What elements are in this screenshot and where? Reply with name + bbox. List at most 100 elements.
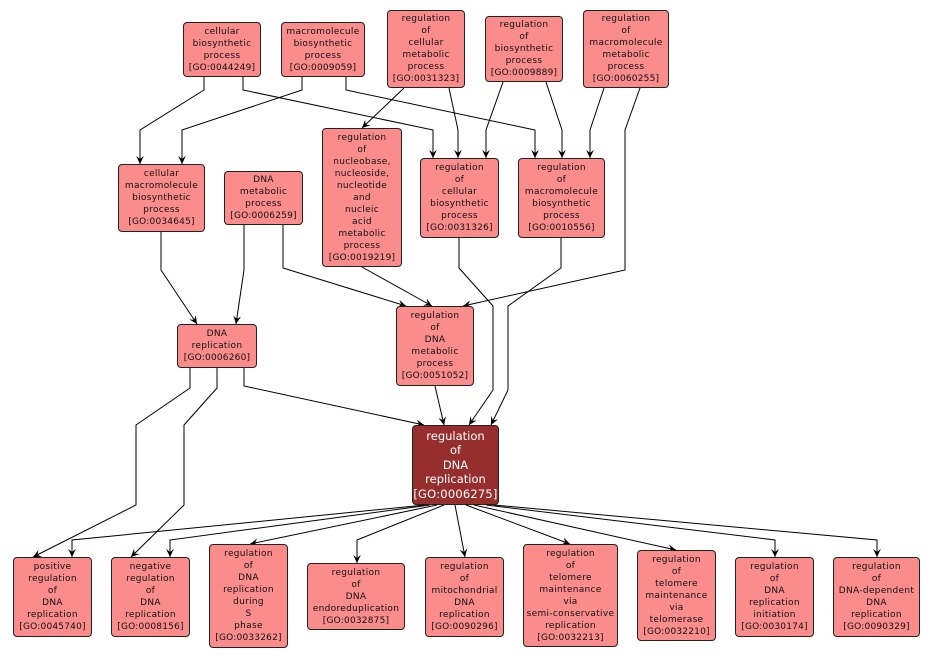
go-term-label-line: replication xyxy=(125,610,176,620)
edge-n0034645-to-n0006260 xyxy=(160,232,198,325)
go-term-label-line: during xyxy=(233,597,264,607)
go-term-label-line: replication xyxy=(191,341,243,351)
go-term-label-line: process xyxy=(407,62,445,72)
go-term-label-line: metabolic xyxy=(602,50,650,60)
go-term-id: [GO:0009889] xyxy=(490,68,558,78)
go-term-label-line: of xyxy=(621,26,631,36)
go-term-label-line: of xyxy=(449,443,462,458)
go-term-label-line: process xyxy=(203,50,241,61)
edge-n0006275-to-n0032213 xyxy=(465,504,571,545)
go-term-label-line: replication xyxy=(851,610,902,620)
go-term-label-line: process xyxy=(245,199,282,209)
go-term-label-line: biosynthetic xyxy=(494,44,554,54)
arrowhead-icon xyxy=(423,298,432,306)
go-term-id: [GO:0033262] xyxy=(215,633,282,643)
go-term-label-line: metabolic xyxy=(411,347,459,357)
go-term-label-line: cellular xyxy=(408,38,444,48)
go-term-label-line: regulation xyxy=(652,554,701,565)
go-term-label-line: replication xyxy=(223,585,274,595)
go-term-id: [GO:0031326] xyxy=(426,223,493,233)
go-term-label-line: telomere xyxy=(549,572,592,583)
edge-line xyxy=(361,266,433,307)
edge-n0031323-to-n0031326 xyxy=(448,87,462,158)
edge-line xyxy=(454,504,466,558)
go-term-label-line: DNA xyxy=(454,598,475,608)
go-term-label-line: process xyxy=(441,211,478,221)
go-term-id: [GO:0006259] xyxy=(230,211,297,221)
go-term-id: [GO:0019219] xyxy=(328,252,396,263)
go-term-label-line: endoreduplication xyxy=(312,603,400,614)
arrowhead-icon xyxy=(68,548,76,557)
go-term-label-line: regulation xyxy=(546,548,595,559)
go-term-label-line: of xyxy=(556,175,567,185)
arrowhead-icon xyxy=(438,416,446,425)
go-term-label-line: positive xyxy=(33,562,72,572)
go-term-label-line: maintenance xyxy=(539,584,602,595)
go-term-id: [GO:0008156] xyxy=(117,622,184,632)
go-term-label-line: DNA xyxy=(206,329,228,339)
edge-line xyxy=(493,504,878,557)
go-term-label-line: DNA xyxy=(345,591,367,602)
go-term-id: [GO:0032213] xyxy=(537,632,604,643)
go-term-label-line: of xyxy=(671,566,682,577)
go-term-label-line: replication xyxy=(425,472,486,487)
edge-line xyxy=(458,238,494,426)
go-term-label-line: of xyxy=(351,579,361,590)
edge-line xyxy=(485,504,776,557)
go-term-label-line: regulation xyxy=(440,562,489,572)
arrowhead-icon xyxy=(454,149,462,158)
go-term-label-line: DNA xyxy=(238,573,259,583)
go-term-label-line: of xyxy=(769,574,780,584)
arrowhead-icon xyxy=(233,315,242,324)
go-term-label-line: cellular xyxy=(143,169,180,179)
go-term-label-line: regulation xyxy=(537,163,586,173)
go-term-label-line: process xyxy=(505,56,543,66)
edge-line xyxy=(473,504,677,551)
go-term-label-line: DNA xyxy=(866,598,887,608)
edge-n0009889-to-n0031326 xyxy=(482,81,504,158)
go-term-label-line: process xyxy=(607,62,645,72)
arrowhead-icon xyxy=(482,149,490,158)
go-term-label-line: replication xyxy=(27,610,78,620)
arrowhead-icon xyxy=(362,119,371,128)
edge-line xyxy=(361,87,405,129)
edge-n0009059-to-n0010556 xyxy=(345,77,539,158)
edge-n0006275-to-n0032875 xyxy=(353,504,445,563)
edge-n0006275-to-n0090329 xyxy=(493,504,881,557)
go-term-label-line: regulation xyxy=(331,567,381,578)
edge-n0009059-to-n0034645 xyxy=(178,77,303,164)
edge-line xyxy=(139,77,205,164)
edge-line xyxy=(130,368,218,558)
go-term-label-line: negative xyxy=(129,562,172,572)
go-term-label-line: via xyxy=(669,602,684,613)
arrowhead-icon xyxy=(873,548,881,557)
go-term-id: [GO:0045740] xyxy=(19,622,86,632)
go-term-id: [GO:0032210] xyxy=(643,626,710,637)
arrowhead-icon xyxy=(353,554,361,563)
go-term-label-line: biosynthetic xyxy=(532,199,591,209)
go-term-label-line: DNA xyxy=(424,335,446,345)
